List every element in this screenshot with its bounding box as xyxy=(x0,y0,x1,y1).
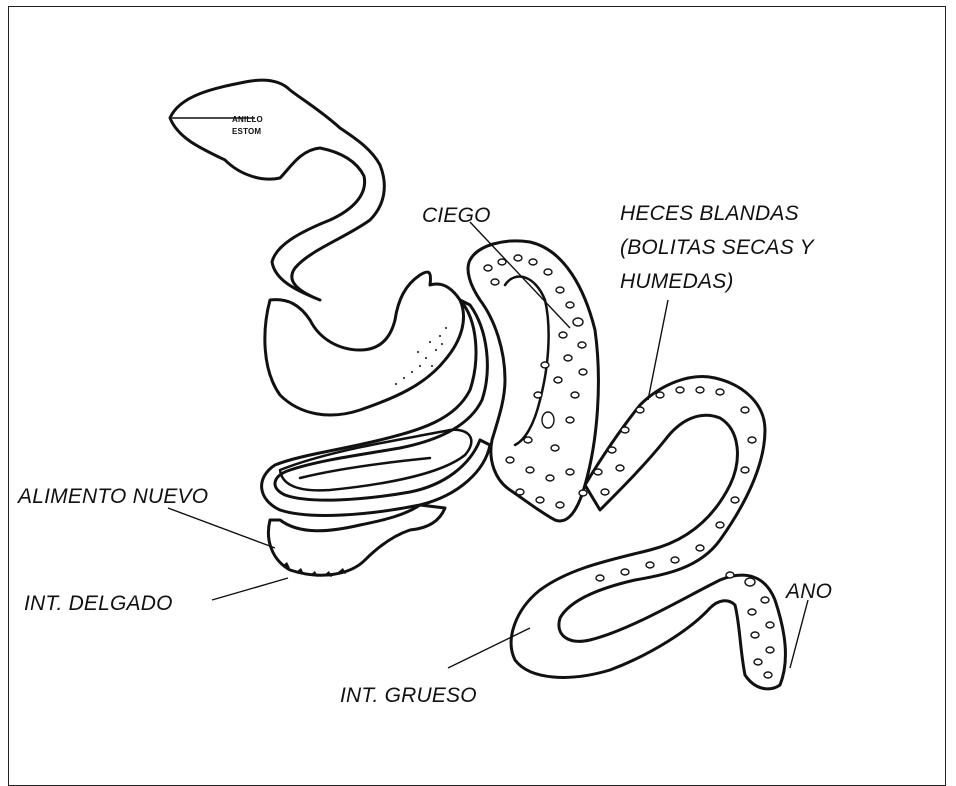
head-text-2: ESTOM xyxy=(232,127,261,136)
leader-alimento xyxy=(168,508,275,548)
esophagus: ANILLO ESTOM xyxy=(170,80,384,300)
label-heces-2: (BOLITAS SECAS Y xyxy=(620,236,816,259)
head-text-1: ANILLO xyxy=(232,115,263,124)
label-int-grueso: INT. GRUESO xyxy=(340,684,477,707)
label-heces-3: HUMEDAS) xyxy=(620,270,734,293)
label-ano: ANO xyxy=(784,580,832,603)
label-ciego: CIEGO xyxy=(422,204,491,227)
leader-int-delgado xyxy=(212,578,288,600)
leader-ano xyxy=(790,600,808,668)
stomach xyxy=(265,272,464,415)
label-alimento-nuevo: ALIMENTO NUEVO xyxy=(16,485,208,508)
label-int-delgado: INT. DELGADO xyxy=(24,592,173,615)
label-heces-1: HECES BLANDAS xyxy=(620,202,799,225)
